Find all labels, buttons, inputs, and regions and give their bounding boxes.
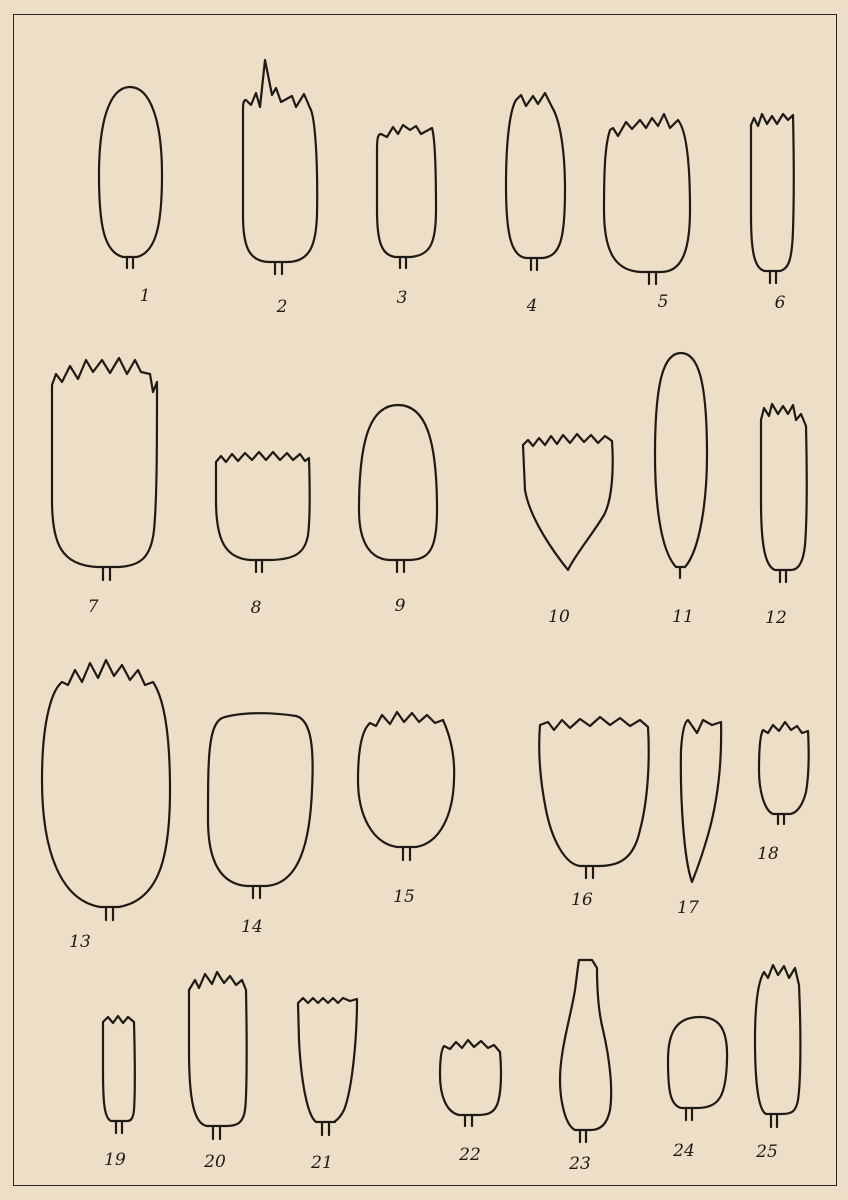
petal-25 xyxy=(755,965,800,1127)
petal-2 xyxy=(243,60,317,274)
figure-label-14: 14 xyxy=(241,917,263,937)
petal-21 xyxy=(298,998,357,1135)
petal-4 xyxy=(506,93,565,270)
petal-18 xyxy=(759,722,809,824)
petal-15 xyxy=(358,712,454,860)
figure-label-8: 8 xyxy=(251,598,262,618)
figure-label-23: 23 xyxy=(569,1154,591,1174)
petal-6 xyxy=(751,114,794,283)
figure-label-20: 20 xyxy=(204,1152,226,1172)
petal-23 xyxy=(560,960,611,1142)
petal-8 xyxy=(216,452,310,572)
figure-label-3: 3 xyxy=(397,288,408,308)
figure-label-11: 11 xyxy=(672,607,694,627)
figure-label-15: 15 xyxy=(393,887,415,907)
figure-label-24: 24 xyxy=(673,1141,695,1161)
petal-16 xyxy=(539,717,648,878)
figure-label-5: 5 xyxy=(658,292,669,312)
petal-20 xyxy=(189,972,247,1139)
petal-14 xyxy=(208,713,313,898)
figure-label-10: 10 xyxy=(548,607,570,627)
figure-label-22: 22 xyxy=(459,1145,481,1165)
figure-label-2: 2 xyxy=(277,297,288,317)
figure-label-6: 6 xyxy=(775,293,786,313)
petal-5 xyxy=(604,114,690,284)
petal-17 xyxy=(681,720,721,882)
figure-label-16: 16 xyxy=(571,890,593,910)
petal-9 xyxy=(359,405,437,572)
petal-13 xyxy=(42,660,170,920)
petal-7 xyxy=(52,358,157,580)
figure-label-25: 25 xyxy=(756,1142,778,1162)
figure-label-13: 13 xyxy=(69,932,91,952)
petal-11 xyxy=(655,353,707,578)
petal-10 xyxy=(523,434,613,570)
petal-12 xyxy=(761,404,807,582)
figure-label-9: 9 xyxy=(395,596,406,616)
figure-label-18: 18 xyxy=(757,844,779,864)
petal-1 xyxy=(99,87,162,268)
petal-22 xyxy=(440,1040,501,1126)
petal-19 xyxy=(103,1016,135,1133)
petal-3 xyxy=(377,125,436,268)
figure-label-21: 21 xyxy=(311,1153,333,1173)
figure-label-4: 4 xyxy=(527,296,538,316)
figure-label-7: 7 xyxy=(88,597,99,617)
figure-label-17: 17 xyxy=(677,898,699,918)
figure-label-1: 1 xyxy=(140,286,151,306)
figure-label-12: 12 xyxy=(765,608,787,628)
petal-24 xyxy=(668,1017,727,1120)
figure-label-19: 19 xyxy=(104,1150,126,1170)
